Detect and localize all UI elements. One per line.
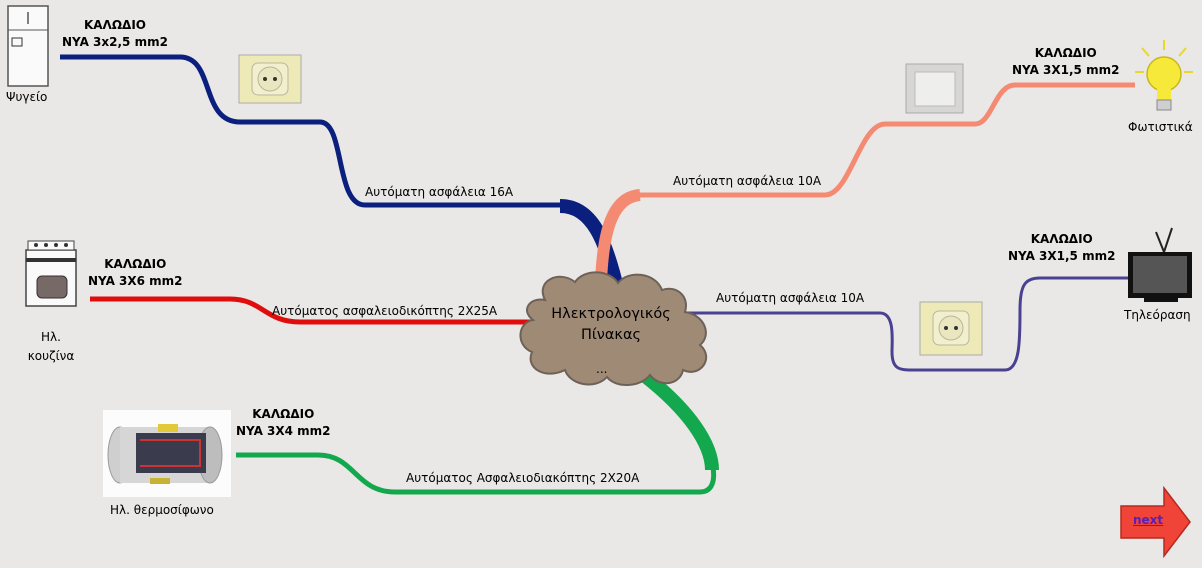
fridge-cable-spec: NYA 3x2,5 mm2 [62,35,168,49]
heater-cable-label: ΚΑΛΩΔΙΟ NYA 3X4 mm2 [236,406,331,440]
tv-socket-icon [919,301,983,356]
light-bulb-icon [1135,40,1193,111]
panel-title: Ηλεκτρολογικός Πίνακας [536,304,686,346]
fridge-socket-icon [238,54,302,104]
stove-device-line2: κουζίνα [27,349,75,363]
tv-cable-spec: NYA 3X1,5 mm2 [1008,249,1116,263]
stove-cable-title: ΚΑΛΩΔΙΟ [104,257,167,271]
panel-title-line1: Ηλεκτρολογικός [551,306,671,322]
panel-title-line2: Πίνακας [580,327,642,343]
stove-cable-line [90,296,540,325]
panel-ellipsis: ... [596,362,608,376]
water-heater-icon [103,410,231,497]
light-switch-icon [905,63,964,114]
tv-cable-label: ΚΑΛΩΔΙΟ NYA 3X1,5 mm2 [1008,231,1115,265]
stove-icon [25,240,77,307]
stove-cable-label: ΚΑΛΩΔΙΟ NYA 3X6 mm2 [88,256,183,290]
tv-icon [1128,227,1192,302]
heater-breaker-label: Αυτόματος Ασφαλειοδιακόπτης 2X20A [406,471,640,485]
lights-cable-spec: NYA 3X1,5 mm2 [1012,63,1120,77]
stove-breaker-label: Αυτόματος ασφαλειοδικόπτης 2X25A [272,304,498,318]
heater-device-label: Ηλ. θερμοσίφωνο [110,503,214,517]
stove-cable-spec: NYA 3X6 mm2 [88,274,183,288]
heater-cable-title: ΚΑΛΩΔΙΟ [252,407,315,421]
heater-cable-spec: NYA 3X4 mm2 [236,424,331,438]
lights-device-label: Φωτιστικά [1128,120,1193,134]
lights-cable-title: ΚΑΛΩΔΙΟ [1034,46,1097,60]
fridge-icon [7,5,49,87]
heater-cable-thick [635,366,719,471]
stove-device-label: Ηλ. κουζίνα [26,328,76,366]
tv-cable-title: ΚΑΛΩΔΙΟ [1030,232,1093,246]
stove-device-line1: Ηλ. [41,330,61,344]
lights-cable-label: ΚΑΛΩΔΙΟ NYA 3X1,5 mm2 [1012,45,1119,79]
fridge-cable-title: ΚΑΛΩΔΙΟ [83,18,146,32]
lights-breaker-label: Αυτόματη ασφάλεια 10A [673,174,822,188]
distribution-panel-cloud [519,271,708,386]
fridge-cable-thick [559,199,625,294]
fridge-breaker-label: Αυτόματη ασφάλεια 16A [365,185,514,199]
tv-cable-line [682,276,1130,372]
fridge-device-label: Ψυγείο [6,90,48,104]
tv-breaker-label: Αυτόματη ασφάλεια 10A [716,291,865,305]
next-link[interactable]: next [1133,513,1164,527]
tv-device-label: Τηλεόραση [1124,308,1191,322]
next-arrow-icon [1120,485,1191,559]
lights-cable-thick [595,189,642,283]
fridge-cable-label: ΚΑΛΩΔΙΟ NYA 3x2,5 mm2 [62,17,168,51]
